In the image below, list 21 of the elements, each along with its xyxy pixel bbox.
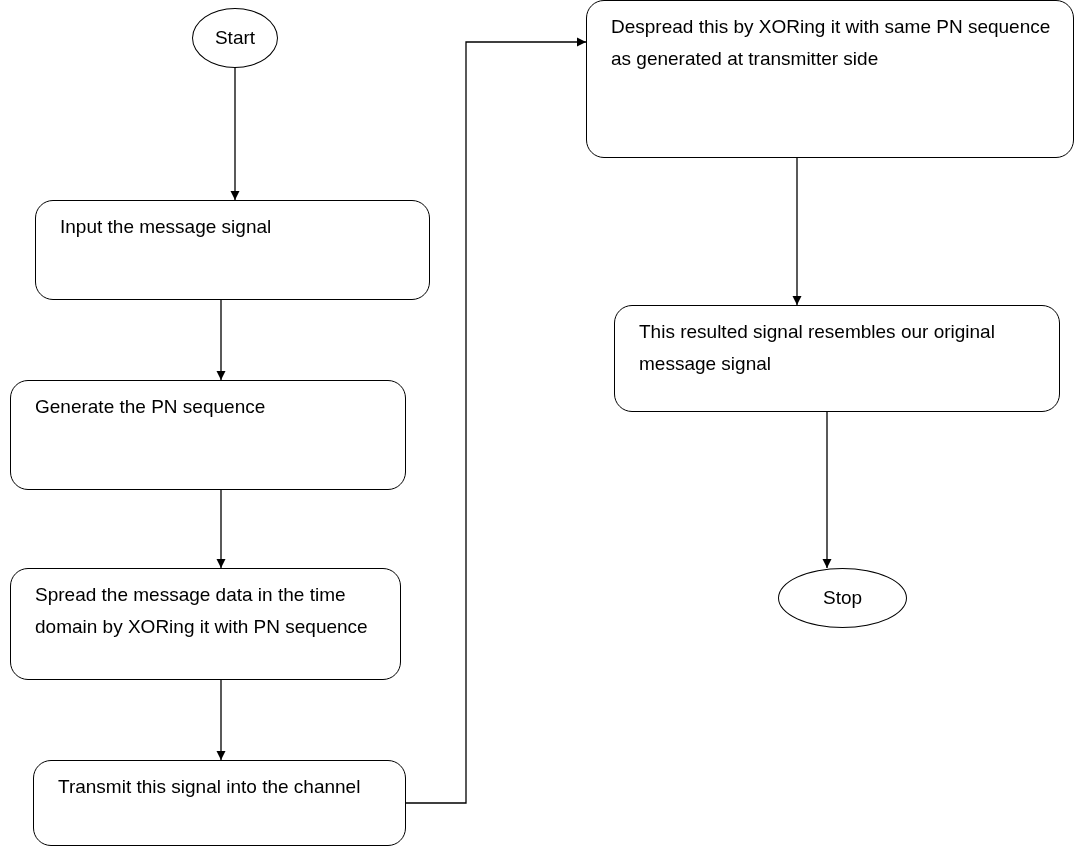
- arrow: [405, 37, 587, 804]
- node-text: This resulted signal resembles our original message signal: [639, 320, 996, 376]
- process-box: [10, 568, 401, 680]
- node-text: Spread the message data in the time domain by XORing it with PN sequence: [35, 583, 369, 639]
- arrow: [216, 299, 226, 381]
- process-box: [33, 760, 406, 846]
- arrow: [230, 67, 240, 201]
- process-box: [35, 200, 430, 300]
- arrow: [216, 489, 226, 569]
- arrow: [216, 679, 226, 761]
- node-text: Input the message signal: [60, 215, 273, 239]
- node-text: Start: [214, 26, 256, 50]
- process-box: [10, 380, 406, 490]
- arrow: [792, 157, 802, 306]
- node-text: Despread this by XORing it with same PN sequence as generated at transmitter side: [611, 15, 1052, 71]
- process-box: [586, 0, 1074, 158]
- node-text: Stop: [822, 586, 863, 610]
- process-box: [614, 305, 1060, 412]
- node-text: Generate the PN sequence: [35, 395, 267, 419]
- node-text: Transmit this signal into the channel: [58, 775, 362, 799]
- arrow: [822, 411, 832, 569]
